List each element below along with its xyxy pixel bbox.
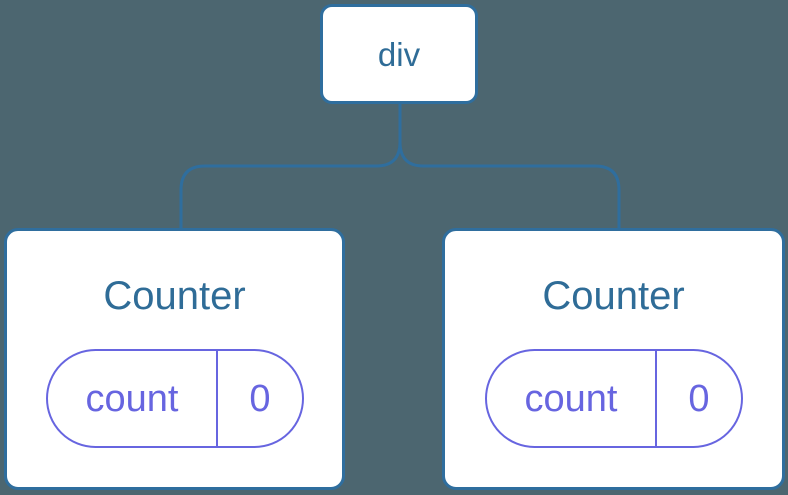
state-value-cell: 0 (655, 351, 740, 446)
counter-node-left: Counter count 0 (4, 228, 345, 490)
state-key-cell: count (48, 351, 217, 446)
connector-left-branch (179, 102, 402, 229)
state-pill: count 0 (484, 349, 743, 448)
root-node-div: div (320, 4, 478, 104)
root-node-label: div (377, 35, 421, 73)
state-key-label: count (85, 377, 179, 420)
state-key-cell: count (487, 351, 656, 446)
state-pill: count 0 (45, 349, 304, 448)
state-value-label: 0 (249, 377, 271, 420)
state-value-cell: 0 (216, 351, 301, 446)
state-key-label: count (524, 377, 618, 420)
counter-title: Counter (103, 274, 246, 318)
counter-node-right: Counter count 0 (442, 228, 785, 490)
connector-right-branch (398, 141, 621, 229)
counter-title: Counter (542, 274, 685, 318)
state-value-label: 0 (688, 377, 710, 420)
